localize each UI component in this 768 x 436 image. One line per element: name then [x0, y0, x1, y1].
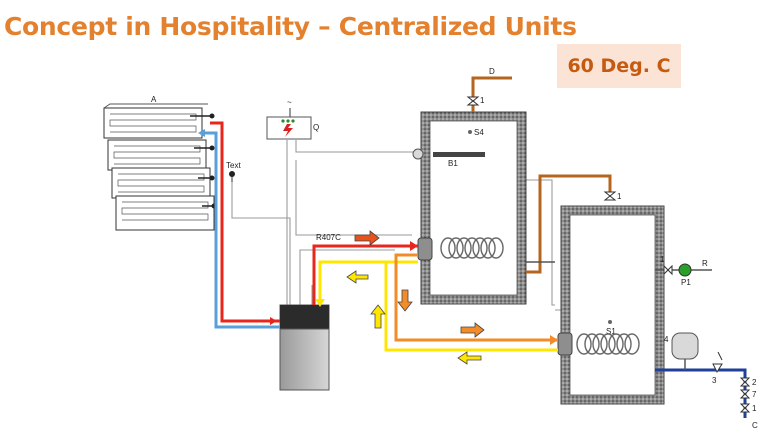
label-valve-d: 1: [480, 96, 485, 105]
storage-tank-2: S1: [557, 205, 665, 405]
label-r: R: [702, 259, 708, 268]
flow-arrow-down-orange: [397, 289, 413, 312]
supply-pipe-tank-2: [394, 253, 558, 342]
label-s1: S1: [606, 327, 616, 336]
solar-cold-pipe: [200, 131, 280, 329]
storage-tank-1: B1 S4: [412, 111, 527, 305]
label-b1: B1: [448, 159, 458, 168]
solar-collectors: A: [103, 95, 217, 231]
cold-water-inlet: 4 3 2 7 1 C: [655, 332, 758, 430]
expansion-vessel: [671, 332, 699, 360]
recirculation-line: 1 P1 R: [526, 255, 712, 287]
flow-arrows: [346, 230, 485, 365]
solar-collector-panel: [103, 107, 203, 139]
flow-arrow-up-yellow: [370, 304, 386, 329]
label-item-1c: 1: [752, 404, 757, 413]
solar-collector-panel: [111, 167, 211, 199]
outdoor-temperature-sensor: Text: [226, 161, 241, 182]
label-valve-r: 1: [660, 255, 665, 264]
label-c: C: [752, 421, 758, 430]
return-pipe-tank-2: [384, 262, 558, 352]
solar-collector-panel: [107, 139, 207, 171]
label-q: Q: [313, 123, 319, 132]
label-text-sensor: Text: [226, 161, 241, 170]
lightning-icon: [283, 124, 293, 137]
label-item-2: 2: [752, 378, 757, 387]
label-d: D: [489, 67, 495, 76]
heat-pump-unit: [279, 304, 330, 391]
tank-2-coil: [576, 333, 640, 355]
flow-arrow-right-orange: [460, 322, 485, 338]
temperature-badge: 60 Deg. C: [557, 44, 681, 88]
label-item-4: 4: [664, 335, 669, 344]
tank-link-pipe: [526, 174, 612, 274]
label-refrigerant: R407C: [316, 233, 341, 242]
solar-hot-pipe: [210, 121, 280, 323]
flow-arrow-left-yellow-2: [457, 351, 482, 365]
heat-pump-supply-pipe: [312, 244, 418, 305]
label-s4: S4: [474, 128, 484, 137]
tank-1-coil: [440, 237, 504, 259]
flow-arrow-left-yellow: [346, 270, 369, 284]
page-title: Concept in Hospitality – Centralized Uni…: [4, 12, 577, 41]
label-valve-tank-2: 1: [617, 192, 622, 201]
label-p1: P1: [681, 278, 691, 287]
pump-icon: [678, 263, 692, 277]
controller-q: ~ Q: [266, 98, 319, 140]
solar-collector-panel: [115, 195, 215, 231]
flow-arrow-right-red: [354, 230, 380, 246]
label-tilde: ~: [287, 98, 292, 107]
outlet-d: 1 D: [466, 67, 512, 112]
valve-tank-2: 1: [603, 191, 622, 201]
label-a: A: [151, 95, 157, 104]
label-item-3: 3: [712, 376, 717, 385]
label-item-7: 7: [752, 390, 757, 399]
